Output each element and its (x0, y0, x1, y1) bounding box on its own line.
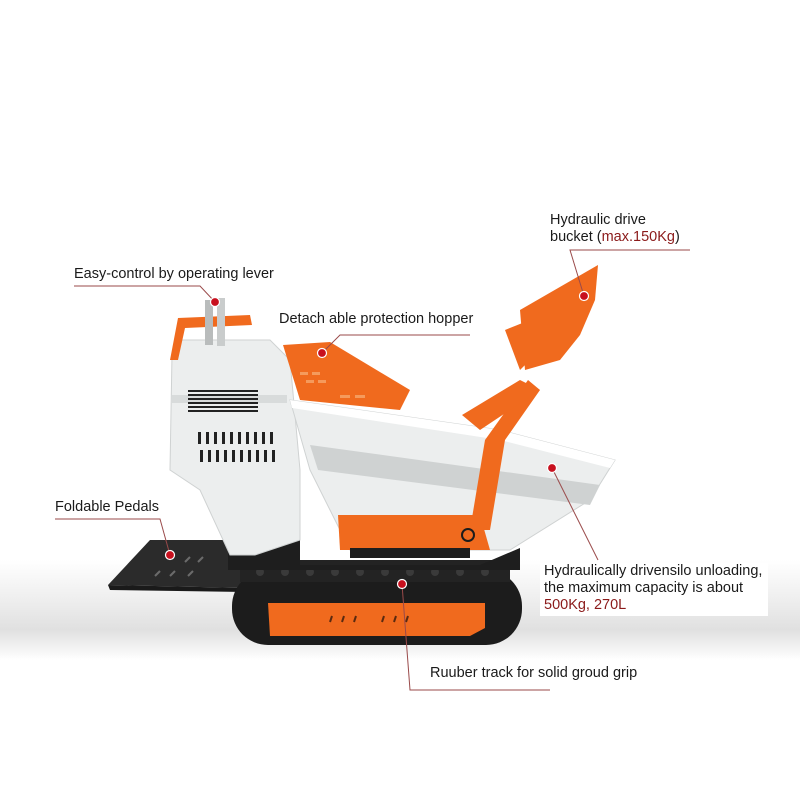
callout-bucket-line1: Hydraulic drive (550, 212, 646, 228)
callout-pedals: Foldable Pedals (55, 499, 159, 515)
callout-hopper: Detach able protection hopper (279, 311, 474, 327)
dump-silo (289, 399, 616, 551)
silo-capacity-highlight: 500Kg, 270L (544, 597, 627, 613)
engine-housing (169, 339, 301, 556)
rubber-track (232, 560, 522, 645)
callout-silo-line2: the maximum capacity is about (544, 580, 744, 596)
callout-bucket-line2: bucket (max.150Kg) (550, 229, 680, 245)
callout-silo: Hydraulically drivensilo unloading, the … (540, 563, 769, 616)
hydraulic-bucket-arm (338, 265, 598, 558)
callout-lever: Easy-control by operating lever (74, 266, 274, 282)
operating-lever (170, 298, 252, 360)
callout-dots (164, 290, 590, 590)
protection-hopper (283, 342, 410, 410)
callout-bucket: Hydraulic drive bucket (max.150Kg) (550, 212, 680, 246)
callout-silo-line1: Hydraulically drivensilo unloading, (544, 563, 763, 579)
foldable-pedal (108, 540, 245, 592)
bucket-capacity-highlight: max.150Kg (601, 229, 675, 245)
callout-lines (55, 249, 690, 691)
callout-track: Ruuber track for solid groud grip (430, 665, 638, 681)
